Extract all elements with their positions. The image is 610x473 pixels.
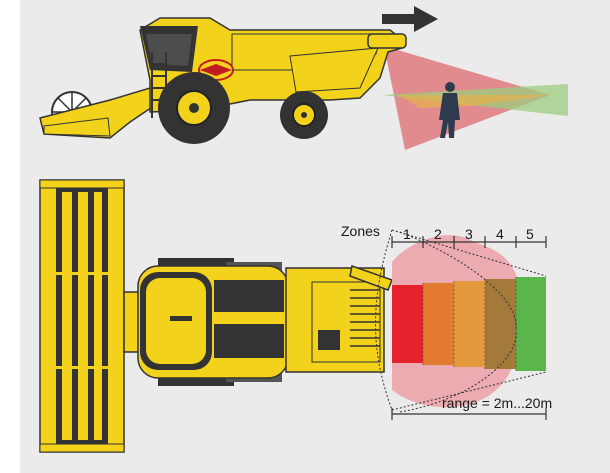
zone-label-3: 3: [465, 226, 473, 242]
person-icon: [439, 82, 460, 138]
zone-label-1: 1: [403, 226, 411, 242]
zones-heading: Zones: [341, 223, 380, 239]
zone-5-band: [516, 277, 546, 371]
header-top-view: [39, 179, 125, 453]
zone-scale: [391, 236, 547, 248]
zone-4-band: [485, 279, 516, 369]
radar-sweep-lines: [375, 229, 547, 413]
direction-arrow-icon: [382, 6, 438, 32]
harvester-side-view: [39, 6, 568, 150]
harvester-top-view: Zones 1 2 3 4 5 range = 2m...20m: [39, 179, 552, 453]
zone-label-5: 5: [526, 226, 534, 242]
zone-1-band: [392, 285, 423, 363]
zone-bands: [392, 277, 546, 371]
rear-wheel: [280, 91, 328, 139]
zone-label-2: 2: [434, 226, 442, 242]
zone-2-band: [423, 283, 454, 365]
zone-label-4: 4: [496, 226, 504, 242]
range-label: range = 2m...20m: [442, 395, 552, 411]
zone-3-band: [454, 281, 485, 367]
harvester-body-top: [137, 265, 393, 379]
range-scale: [391, 408, 547, 420]
front-wheel: [158, 72, 230, 144]
